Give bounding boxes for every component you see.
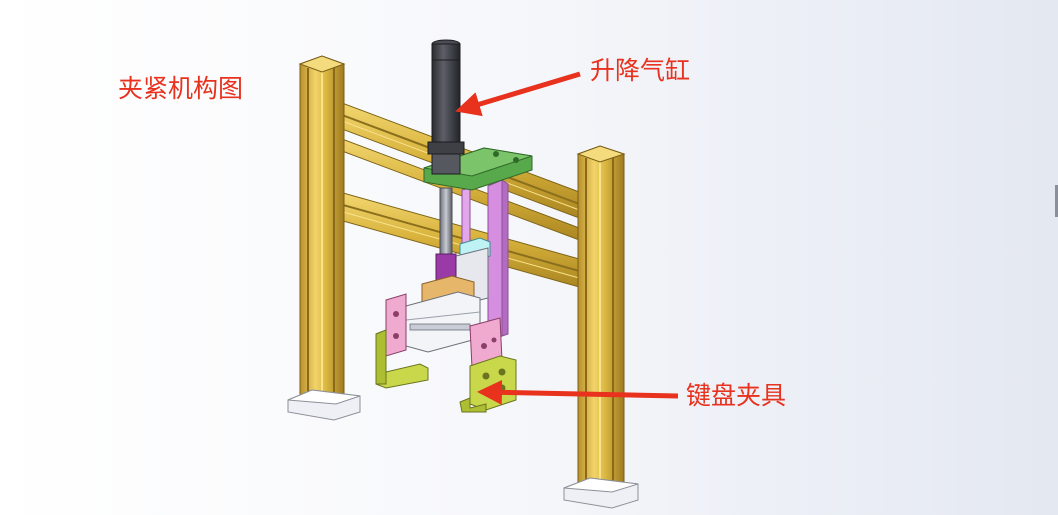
right-post <box>576 145 626 497</box>
gripper-body <box>405 291 481 353</box>
keyboard-fixture-label: 键盘夹具 <box>686 381 787 410</box>
left-post <box>298 55 346 409</box>
left-fixture <box>375 329 429 389</box>
left-jaw <box>385 293 407 357</box>
right-foot <box>563 477 639 509</box>
page-title: 夹紧机构图 <box>118 74 244 103</box>
piston-rod <box>439 187 453 255</box>
lift-cylinder <box>427 39 465 175</box>
fixture-callout-arrow <box>477 379 679 405</box>
keyboard-fixture <box>459 355 517 413</box>
left-foot <box>287 389 361 421</box>
lift-cylinder-label: 升降气缸 <box>590 56 691 85</box>
cylinder-callout-arrow <box>455 71 581 117</box>
window-edge-handle <box>1055 185 1058 217</box>
